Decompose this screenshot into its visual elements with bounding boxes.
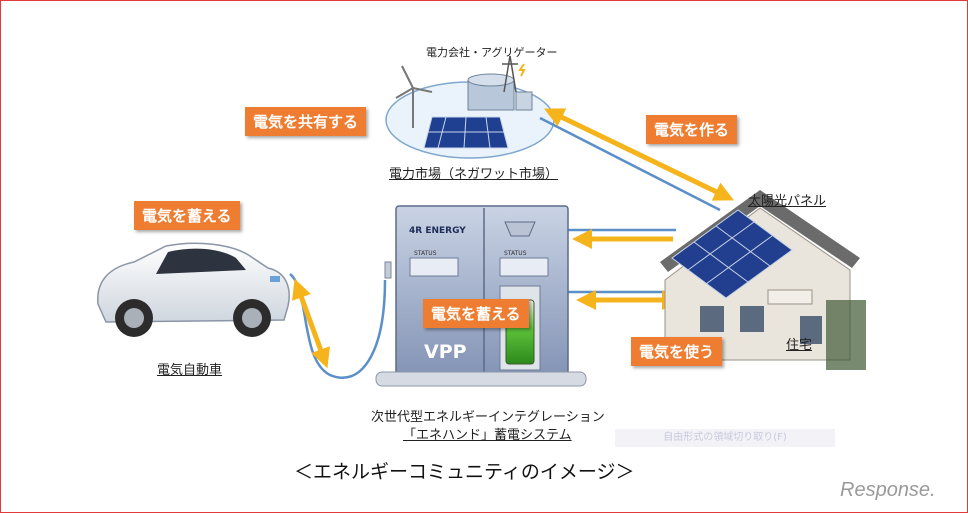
device-brand: 4R ENERGY xyxy=(409,226,466,236)
label-share-electricity: 電気を共有する xyxy=(245,107,367,136)
device-vpp-label: VPP xyxy=(424,341,467,363)
device-status-right: STATUS xyxy=(504,250,527,257)
faint-overlay-note: 自由形式の領域切り取り(F) xyxy=(615,429,835,447)
power-company-illustration xyxy=(385,55,555,159)
electric-car-illustration xyxy=(97,242,290,337)
caption-system-line1: 次世代型エネルギーインテグレーション xyxy=(371,410,605,425)
caption-power-company: 電力会社・アグリゲーター xyxy=(426,46,558,59)
label-store-electricity-car: 電気を蓄える xyxy=(134,201,240,230)
diagram-title: ＜エネルギーコミュニティのイメージ＞ xyxy=(294,461,635,483)
flow-arrows xyxy=(292,108,735,369)
device-status-left: STATUS xyxy=(414,250,437,257)
response-watermark: Response. xyxy=(840,479,936,501)
caption-system-line2: 「エネハンド」蓄電システム xyxy=(403,428,572,443)
caption-house: 住宅 xyxy=(786,338,813,353)
label-make-electricity: 電気を作る xyxy=(646,115,738,144)
caption-power-market: 電力市場（ネガワット市場） xyxy=(389,167,559,182)
house-illustration xyxy=(660,190,866,370)
caption-electric-car: 電気自動車 xyxy=(157,363,223,378)
label-store-electricity-vpp: 電気を蓄える xyxy=(423,299,529,328)
vpp-storage-unit xyxy=(375,205,587,387)
caption-solar-panel: 太陽光パネル xyxy=(748,194,827,209)
label-use-electricity: 電気を使う xyxy=(631,337,723,366)
